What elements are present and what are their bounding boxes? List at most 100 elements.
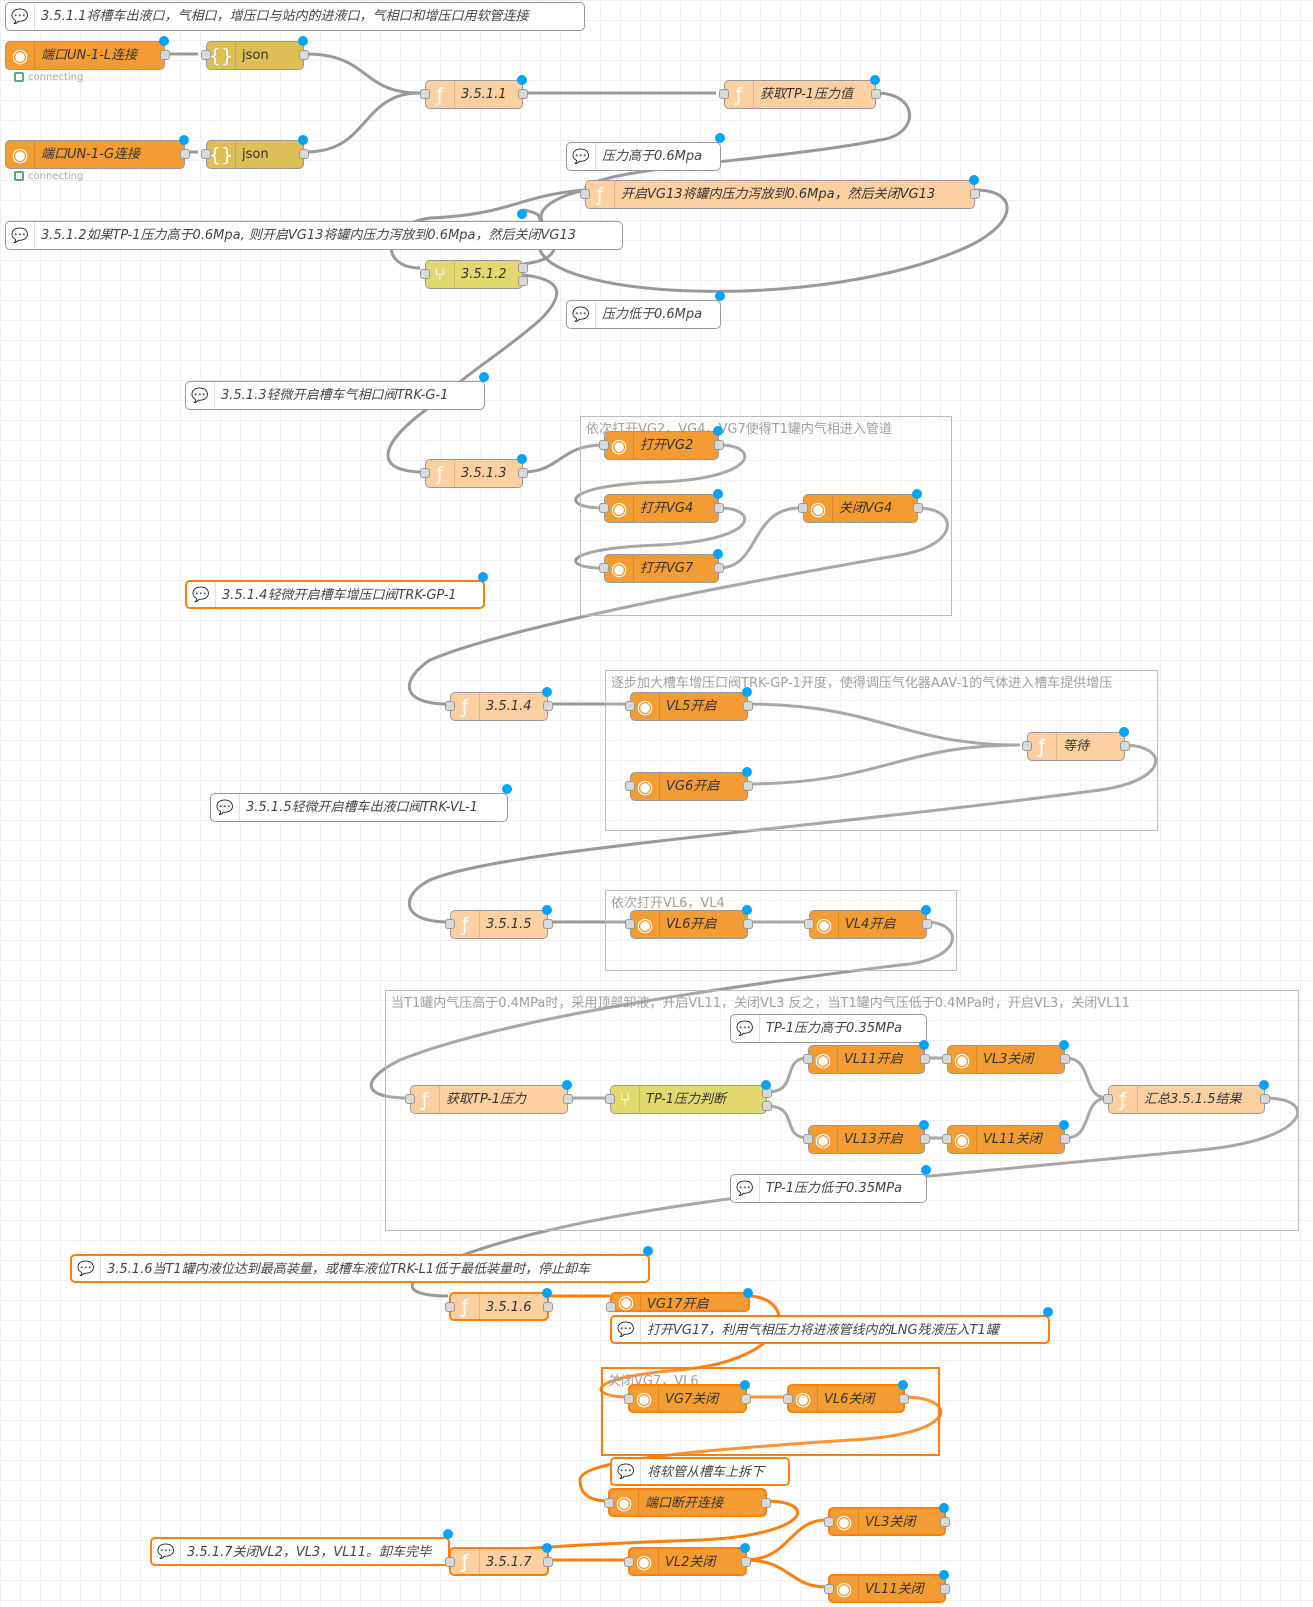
comment-node[interactable]: 💬3.5.1.4轻微开启槽车增压口阀TRK-GP-1	[185, 572, 488, 609]
input-port[interactable]	[445, 919, 455, 929]
json-node[interactable]: {}json	[201, 36, 309, 70]
comment-node[interactable]: 💬将软管从槽车上拆下	[610, 1457, 790, 1486]
output-port[interactable]	[1260, 1094, 1270, 1104]
input-port[interactable]	[420, 468, 430, 478]
output-port[interactable]	[743, 701, 753, 711]
comment-node[interactable]: 💬TP-1压力高于0.35MPa	[730, 1014, 927, 1043]
input-port[interactable]	[445, 701, 455, 711]
output-port[interactable]	[1060, 1054, 1070, 1064]
input-port[interactable]	[1103, 1094, 1113, 1104]
mqtt-in-node[interactable]: ◉端口UN-1-G连接	[5, 135, 190, 169]
mqtt-in-node[interactable]: ◉端口UN-1-L连接	[5, 36, 170, 70]
output-port[interactable]	[518, 468, 528, 478]
input-port[interactable]	[420, 269, 430, 279]
comment-node[interactable]: 💬压力高于0.6Mpa	[566, 133, 725, 171]
input-port[interactable]	[445, 1557, 455, 1567]
output-port[interactable]	[871, 89, 881, 99]
comment-node[interactable]: 💬压力低于0.6Mpa	[566, 291, 725, 329]
output-port[interactable]	[299, 50, 309, 60]
mqtt-out-node[interactable]: ◉打开VG2	[599, 426, 724, 460]
output-port[interactable]	[180, 149, 190, 159]
input-port[interactable]	[604, 1498, 614, 1508]
input-port[interactable]	[445, 1302, 455, 1312]
input-port[interactable]	[804, 919, 814, 929]
input-port[interactable]	[420, 89, 430, 99]
output-port[interactable]	[543, 1302, 553, 1312]
comment-node[interactable]: 💬3.5.1.2如果TP-1压力高于0.6Mpa, 则开启VG13将罐内压力泻放…	[5, 221, 623, 250]
comment-node[interactable]: 💬打开VG17，利用气相压力将进液管线内的LNG残液压入T1罐	[610, 1307, 1053, 1344]
input-port[interactable]	[803, 1134, 813, 1144]
input-port[interactable]	[605, 1094, 615, 1104]
mqtt-out-node[interactable]: ◉VL3关闭	[824, 1503, 950, 1536]
input-port[interactable]	[599, 563, 609, 573]
output-port[interactable]	[543, 701, 553, 711]
switch-node[interactable]: ⑂TP-1压力判断	[605, 1080, 772, 1114]
input-port[interactable]	[599, 503, 609, 513]
input-port[interactable]	[599, 440, 609, 450]
mqtt-out-node[interactable]: ◉VL6关闭	[783, 1380, 909, 1413]
output-port[interactable]	[913, 503, 923, 513]
input-port[interactable]	[942, 1134, 952, 1144]
output-port[interactable]	[543, 1557, 553, 1567]
output-port[interactable]	[518, 89, 528, 99]
comment-node[interactable]: 💬3.5.1.5轻微开启槽车出液口阀TRK-VL-1	[210, 784, 512, 822]
input-port[interactable]	[606, 1302, 616, 1312]
comment-node[interactable]: 💬TP-1压力低于0.35MPa	[730, 1165, 931, 1203]
input-port[interactable]	[201, 149, 211, 159]
mqtt-out-node[interactable]: ◉VG7关闭	[624, 1380, 751, 1413]
output-port[interactable]	[743, 919, 753, 929]
output-port[interactable]	[299, 149, 309, 159]
output-port[interactable]	[1060, 1134, 1070, 1144]
input-port[interactable]	[405, 1094, 415, 1104]
output-port[interactable]	[762, 1101, 772, 1111]
output-port[interactable]	[940, 1584, 950, 1594]
mqtt-out-node[interactable]: ◉VG17开启	[606, 1288, 753, 1313]
output-port[interactable]	[714, 503, 724, 513]
input-port[interactable]	[580, 189, 590, 199]
output-port[interactable]	[714, 563, 724, 573]
mqtt-out-node[interactable]: ◉VL2关闭	[624, 1543, 751, 1576]
output-port[interactable]	[920, 1134, 930, 1144]
mqtt-out-node[interactable]: ◉关闭VG4	[798, 489, 923, 523]
mqtt-out-node[interactable]: ◉打开VG4	[599, 489, 724, 523]
input-port[interactable]	[803, 1054, 813, 1064]
input-port[interactable]	[1022, 741, 1032, 751]
input-port[interactable]	[824, 1584, 834, 1594]
input-port[interactable]	[783, 1394, 793, 1404]
mqtt-out-node[interactable]: ◉VL11关闭	[824, 1570, 950, 1603]
mqtt-out-node[interactable]: ◉打开VG7	[599, 549, 724, 583]
output-port[interactable]	[940, 1517, 950, 1527]
mqtt-out-node[interactable]: ◉VL11开启	[803, 1040, 930, 1074]
input-port[interactable]	[625, 781, 635, 791]
input-port[interactable]	[624, 1557, 634, 1567]
input-port[interactable]	[624, 1394, 634, 1404]
output-port[interactable]	[741, 1557, 751, 1567]
output-port[interactable]	[899, 1394, 909, 1404]
comment-node[interactable]: 💬3.5.1.3轻微开启槽车气相口阀TRK-G-1	[185, 372, 489, 410]
input-port[interactable]	[824, 1517, 834, 1527]
comment-node[interactable]: 💬3.5.1.7关闭VL2，VL3，VL11。卸车完毕	[150, 1529, 453, 1566]
mqtt-out-node[interactable]: ◉VG6开启	[625, 767, 753, 801]
mqtt-out-node[interactable]: ◉端口断开连接	[604, 1488, 771, 1517]
output-port[interactable]	[743, 781, 753, 791]
json-node[interactable]: {}json	[201, 135, 309, 169]
comment-node[interactable]: 💬3.5.1.1将槽车出液口，气相口，增压口与站内的进液口，气相口和增压口用软管…	[5, 2, 585, 31]
output-port[interactable]	[922, 919, 932, 929]
output-port[interactable]	[714, 440, 724, 450]
output-port[interactable]	[1120, 741, 1130, 751]
input-port[interactable]	[719, 89, 729, 99]
input-port[interactable]	[942, 1054, 952, 1064]
output-port[interactable]	[920, 1054, 930, 1064]
mqtt-out-node[interactable]: ◉VL11关闭	[942, 1120, 1070, 1154]
input-port[interactable]	[201, 50, 211, 60]
mqtt-out-node[interactable]: ◉VL4开启	[804, 905, 932, 939]
mqtt-out-node[interactable]: ◉VL3关闭	[942, 1040, 1070, 1074]
